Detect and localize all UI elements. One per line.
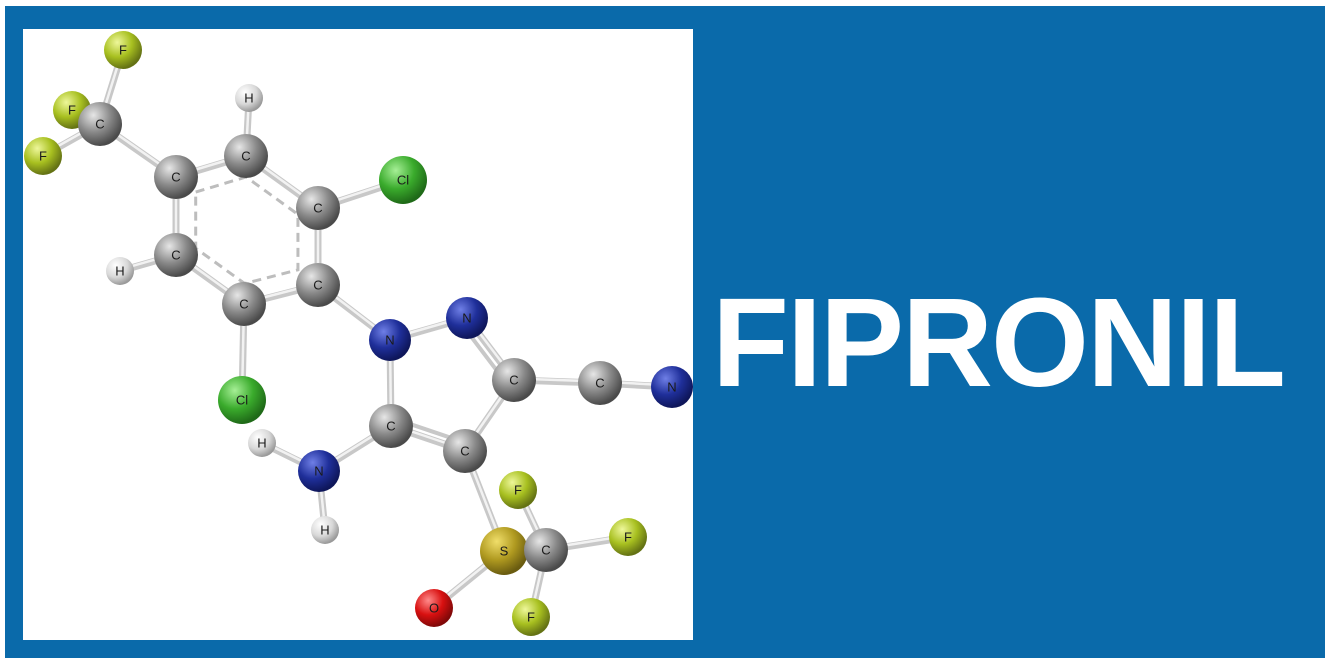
- aromatic-ring-dashes: [194, 175, 300, 286]
- atom-sphere-f: [24, 137, 62, 175]
- atom-label: C: [460, 444, 469, 459]
- atom-c_pz4: C: [443, 429, 487, 473]
- atom-label: C: [171, 170, 180, 185]
- atom-label: C: [313, 278, 322, 293]
- atom-s: S: [480, 527, 528, 575]
- atom-label: C: [541, 543, 550, 558]
- atom-sphere-c: [369, 404, 413, 448]
- bonds-layer: [39, 46, 676, 621]
- atom-sphere-s: [480, 527, 528, 575]
- atom-label: H: [320, 523, 329, 538]
- atom-label: F: [68, 103, 76, 118]
- atom-sphere-c: [154, 155, 198, 199]
- atom-sphere-c: [154, 233, 198, 277]
- atom-n1: N: [369, 319, 411, 361]
- atom-label: C: [595, 376, 604, 391]
- atom-label: F: [514, 483, 522, 498]
- atom-label: C: [171, 248, 180, 263]
- atom-c_cn: C: [578, 361, 622, 405]
- atom-sphere-c: [222, 282, 266, 326]
- atom-label: N: [314, 464, 323, 479]
- atom-sphere-h: [235, 84, 263, 112]
- atom-label: C: [509, 373, 518, 388]
- atom-sphere-o: [415, 589, 453, 627]
- atom-sphere-h: [311, 516, 339, 544]
- atom-label: H: [244, 91, 253, 106]
- atom-label: F: [119, 43, 127, 58]
- atom-label: N: [385, 333, 394, 348]
- atom-cl2: Cl: [218, 376, 266, 424]
- atom-sphere-f: [512, 598, 550, 636]
- atom-sphere-c: [492, 358, 536, 402]
- atom-sphere-c: [524, 528, 568, 572]
- atom-f1: F: [104, 31, 142, 69]
- atom-sphere-c: [578, 361, 622, 405]
- atom-label: C: [239, 297, 248, 312]
- atom-c_ring6: C: [296, 263, 340, 307]
- atom-sphere-n: [651, 366, 693, 408]
- atom-c_scf3: C: [524, 528, 568, 572]
- atom-label: F: [39, 149, 47, 164]
- atom-c_pz3: C: [492, 358, 536, 402]
- atom-c_ring5: C: [222, 282, 266, 326]
- atom-sphere-h: [248, 429, 276, 457]
- atom-f4: F: [499, 471, 537, 509]
- atom-c_ring3: C: [296, 186, 340, 230]
- atom-sphere-cl: [379, 156, 427, 204]
- atom-sphere-c: [78, 102, 122, 146]
- atom-sphere-c: [224, 134, 268, 178]
- atom-h_top: H: [235, 84, 263, 112]
- atom-sphere-n: [446, 297, 488, 339]
- atom-n_amine: N: [298, 450, 340, 492]
- atom-n2: N: [446, 297, 488, 339]
- atom-label: N: [462, 311, 471, 326]
- atom-c_ring1: C: [154, 155, 198, 199]
- atom-label: Cl: [397, 173, 409, 188]
- atom-label: C: [95, 117, 104, 132]
- atom-label: Cl: [236, 393, 248, 408]
- atom-label: F: [624, 530, 632, 545]
- atom-cl1: Cl: [379, 156, 427, 204]
- atom-label: H: [257, 436, 266, 451]
- atom-label: S: [500, 544, 509, 559]
- atom-label: N: [667, 380, 676, 395]
- atom-sphere-f: [499, 471, 537, 509]
- atom-f5: F: [609, 518, 647, 556]
- atom-h_left: H: [106, 257, 134, 285]
- atom-n_cn: N: [651, 366, 693, 408]
- atom-c_pz5: C: [369, 404, 413, 448]
- atom-c_ring4: C: [154, 233, 198, 277]
- atom-label: O: [429, 601, 439, 616]
- atom-label: C: [241, 149, 250, 164]
- atom-f3: F: [24, 137, 62, 175]
- atom-label: F: [527, 610, 535, 625]
- atom-sphere-n: [369, 319, 411, 361]
- atom-sphere-f: [104, 31, 142, 69]
- atom-sphere-c: [443, 429, 487, 473]
- atom-label: C: [313, 201, 322, 216]
- atom-sphere-c: [296, 263, 340, 307]
- atom-sphere-c: [296, 186, 340, 230]
- atom-f6: F: [512, 598, 550, 636]
- atom-sphere-f: [609, 518, 647, 556]
- atom-label: C: [386, 419, 395, 434]
- atom-c_ring2: C: [224, 134, 268, 178]
- atom-sphere-cl: [218, 376, 266, 424]
- atom-sphere-h: [106, 257, 134, 285]
- atom-o: O: [415, 589, 453, 627]
- molecule-title: FIPRONIL: [712, 272, 1286, 413]
- atom-label: H: [115, 264, 124, 279]
- atom-sphere-n: [298, 450, 340, 492]
- atom-h_nh2: H: [311, 516, 339, 544]
- atom-h_nh1: H: [248, 429, 276, 457]
- atom-c_cf3: C: [78, 102, 122, 146]
- molecule-panel: [23, 29, 693, 640]
